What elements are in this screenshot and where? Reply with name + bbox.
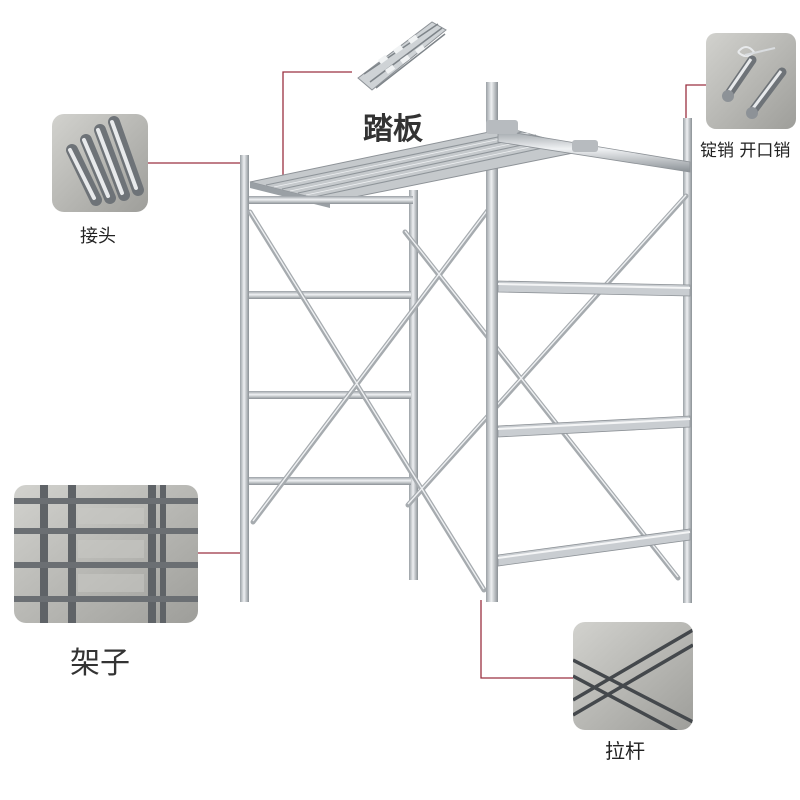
left-frame — [240, 155, 418, 602]
pin-label: 锭销 开口销 — [700, 141, 791, 161]
cross-brace-photo — [573, 622, 693, 730]
pedal-label: 踏板 — [363, 112, 423, 147]
steel-plank-photo — [352, 14, 447, 100]
joint-label: 接头 — [80, 226, 116, 247]
brace-label: 拉杆 — [605, 739, 645, 763]
front-frame — [486, 82, 691, 602]
lock-pin-photo — [706, 33, 796, 129]
leader-lines — [148, 71, 706, 679]
connector-pins-photo — [52, 114, 148, 212]
right-frame — [683, 118, 692, 603]
frame-label: 架子 — [70, 646, 130, 681]
platform-deck — [249, 120, 691, 208]
ladder-frame-photo — [14, 485, 198, 623]
